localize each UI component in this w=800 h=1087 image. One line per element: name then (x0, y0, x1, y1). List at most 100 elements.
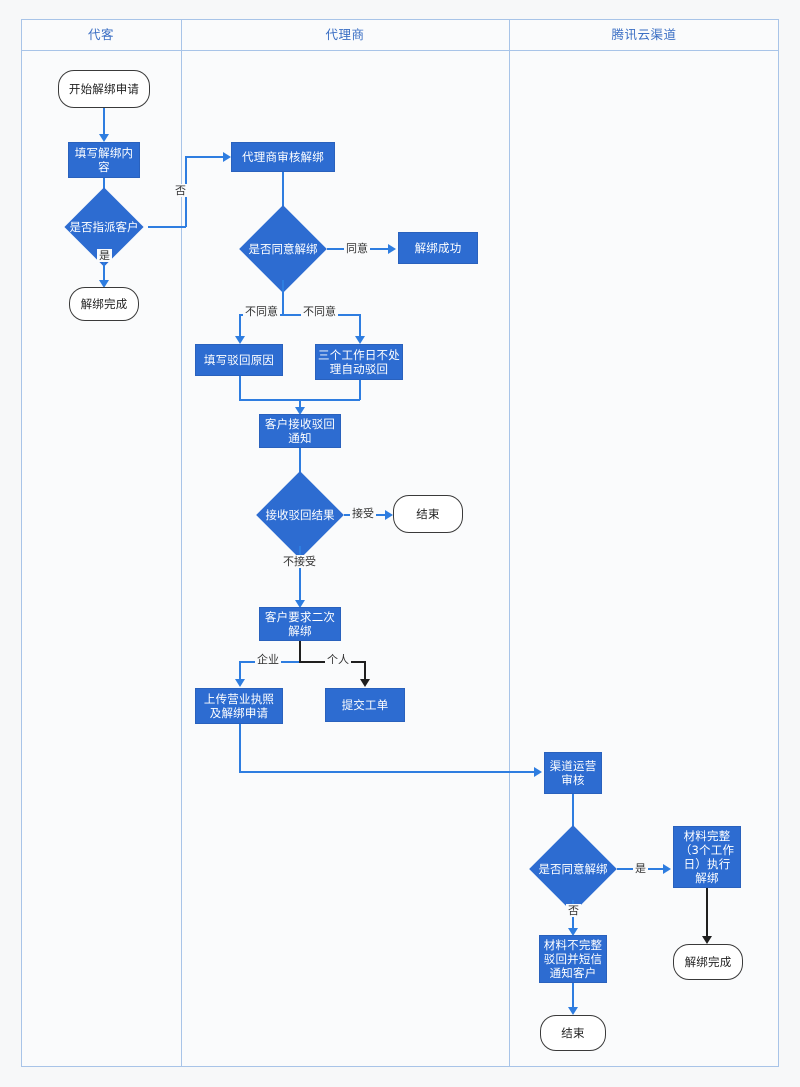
edge-label-enterprise: 企业 (255, 653, 281, 666)
node-label: 解绑成功 (414, 241, 462, 255)
node-label: 填写驳回原因 (203, 353, 275, 367)
arrowhead-n17-n19 (568, 928, 578, 936)
arrowhead-n19-n21 (568, 1007, 578, 1015)
node-label-line1: 材料完整 (683, 829, 731, 843)
arrowhead-n17-n18 (663, 864, 671, 874)
swimlane-frame (21, 19, 779, 1067)
arrowhead-n1-n2 (99, 134, 109, 142)
edge-n14-to-n16-h (239, 771, 537, 773)
node-label-line2: 理自动驳回 (329, 362, 389, 376)
arrowhead-n18-n20 (702, 936, 712, 944)
edge-merge-to-n10 (299, 399, 301, 411)
edge-label-yes-ops: 是 (633, 862, 648, 875)
node-auto-reject-three-days[interactable]: 三个工作日不处 理自动驳回 (315, 344, 403, 380)
edge-label-not-accept: 不接受 (281, 555, 318, 568)
node-label-line2: 解绑 (288, 624, 312, 638)
edge-disagree-left-v (239, 314, 241, 340)
arrowhead-n11-n12 (385, 510, 393, 520)
node-label: 是否同意解绑 (538, 862, 608, 876)
edge-n13-down (299, 641, 301, 662)
edge-n5-n6 (282, 172, 284, 214)
arrowhead-to-n10 (295, 407, 305, 415)
node-upload-license-and-application[interactable]: 上传营业执照 及解绑申请 (195, 688, 283, 724)
node-label: 接收驳回结果 (265, 508, 335, 522)
node-label: 是否指派客户 (69, 220, 139, 234)
node-label-line2: 审核 (561, 773, 585, 787)
node-label: 代理商审核解绑 (242, 150, 324, 164)
node-fill-unbind-content[interactable]: 填写解绑内 容 (68, 142, 140, 178)
edge-n18-n20 (706, 888, 708, 940)
node-label-line1: 上传营业执照 (203, 692, 275, 706)
arrowhead-to-n15 (360, 679, 370, 687)
edge-n19-n21 (572, 983, 574, 1011)
edge-n3-yes (103, 255, 105, 285)
node-unbind-success[interactable]: 解绑成功 (398, 232, 478, 264)
arrowhead-to-n14 (235, 679, 245, 687)
edge-label-no-ops: 否 (566, 904, 581, 917)
edge-label-accept: 接受 (350, 507, 376, 520)
node-channel-operation-review[interactable]: 渠道运营 审核 (544, 752, 602, 794)
node-label-line3: 日）执行 (683, 857, 731, 871)
edge-label-personal: 个人 (325, 653, 351, 666)
node-unbind-complete-customer[interactable]: 解绑完成 (69, 287, 139, 321)
node-label-line1: 填写解绑内 (74, 146, 134, 160)
edge-label-disagree-left: 不同意 (243, 305, 280, 318)
node-customer-receive-reject-notice[interactable]: 客户接收驳回 通知 (259, 414, 341, 448)
node-agent-review-unbind[interactable]: 代理商审核解绑 (231, 142, 335, 172)
node-label-line1: 客户要求二次 (264, 610, 336, 624)
node-label: 解绑完成 (684, 955, 732, 969)
edge-n14-down (239, 724, 241, 773)
edge-n3-no-h (148, 226, 186, 228)
edge-n3-no-to-n5 (185, 156, 227, 158)
node-end-agent[interactable]: 结束 (393, 495, 463, 533)
node-submit-ticket[interactable]: 提交工单 (325, 688, 405, 722)
node-end-tencent[interactable]: 结束 (540, 1015, 606, 1051)
edge-enterprise-v (239, 661, 241, 683)
lane-title-customer: 代客 (87, 27, 114, 42)
edge-n11-not-accept (299, 546, 301, 604)
node-label-line1: 客户接收驳回 (264, 417, 336, 431)
node-label: 提交工单 (341, 698, 389, 712)
edge-label-agree: 同意 (344, 242, 370, 255)
edge-n10-n11 (299, 448, 301, 481)
node-label-line2: 通知 (288, 431, 312, 445)
edge-personal-v (364, 661, 366, 683)
arrowhead-to-n8 (235, 336, 245, 344)
node-start-unbind-request[interactable]: 开始解绑申请 (58, 70, 150, 108)
edge-n8-down (239, 376, 241, 400)
node-label-line1: 渠道运营 (549, 759, 597, 773)
node-decision-ops-agree[interactable]: 是否同意解绑 (528, 825, 618, 913)
node-label-line2: （3个工作 (679, 843, 735, 857)
lane-title-tencent: 腾讯云渠道 (611, 27, 677, 42)
edge-disagree-right-v (359, 314, 361, 340)
node-materials-complete-execute-unbind[interactable]: 材料完整 （3个工作 日）执行 解绑 (673, 826, 741, 888)
node-unbind-complete-tencent[interactable]: 解绑完成 (673, 944, 743, 980)
edge-label-disagree-right: 不同意 (301, 305, 338, 318)
arrowhead-to-n16 (534, 767, 542, 777)
edge-n1-n2 (103, 108, 105, 138)
edge-n6-disagree-v (282, 280, 284, 315)
node-label: 开始解绑申请 (68, 82, 140, 96)
node-label-line2: 驳回并短信 (543, 952, 603, 966)
node-materials-incomplete-reject-sms[interactable]: 材料不完整 驳回并短信 通知客户 (539, 935, 607, 983)
node-decision-receive-reject-result[interactable]: 接收驳回结果 (255, 471, 345, 559)
node-label-line2: 容 (98, 160, 110, 174)
node-fill-reject-reason[interactable]: 填写驳回原因 (195, 344, 283, 376)
lane-title-agent: 代理商 (325, 27, 365, 42)
arrowhead-to-n9 (355, 336, 365, 344)
arrowhead-n3-n4 (99, 280, 109, 288)
lane-header-separator (21, 50, 779, 51)
arrowhead-n11-n13 (295, 600, 305, 608)
lane-divider-2 (509, 19, 510, 1067)
lane-divider-1 (181, 19, 182, 1067)
node-decision-assign-customer[interactable]: 是否指派客户 (59, 187, 149, 267)
edge-label-no-assign: 否 (173, 184, 188, 197)
node-decision-agent-agree[interactable]: 是否同意解绑 (238, 205, 328, 293)
edge-n16-n17 (572, 794, 574, 834)
arrowhead-n6-n7 (388, 244, 396, 254)
node-label-line4: 解绑 (695, 871, 719, 885)
node-label: 结束 (416, 507, 440, 521)
node-label-line1: 三个工作日不处 (318, 348, 400, 362)
node-customer-request-second-unbind[interactable]: 客户要求二次 解绑 (259, 607, 341, 641)
